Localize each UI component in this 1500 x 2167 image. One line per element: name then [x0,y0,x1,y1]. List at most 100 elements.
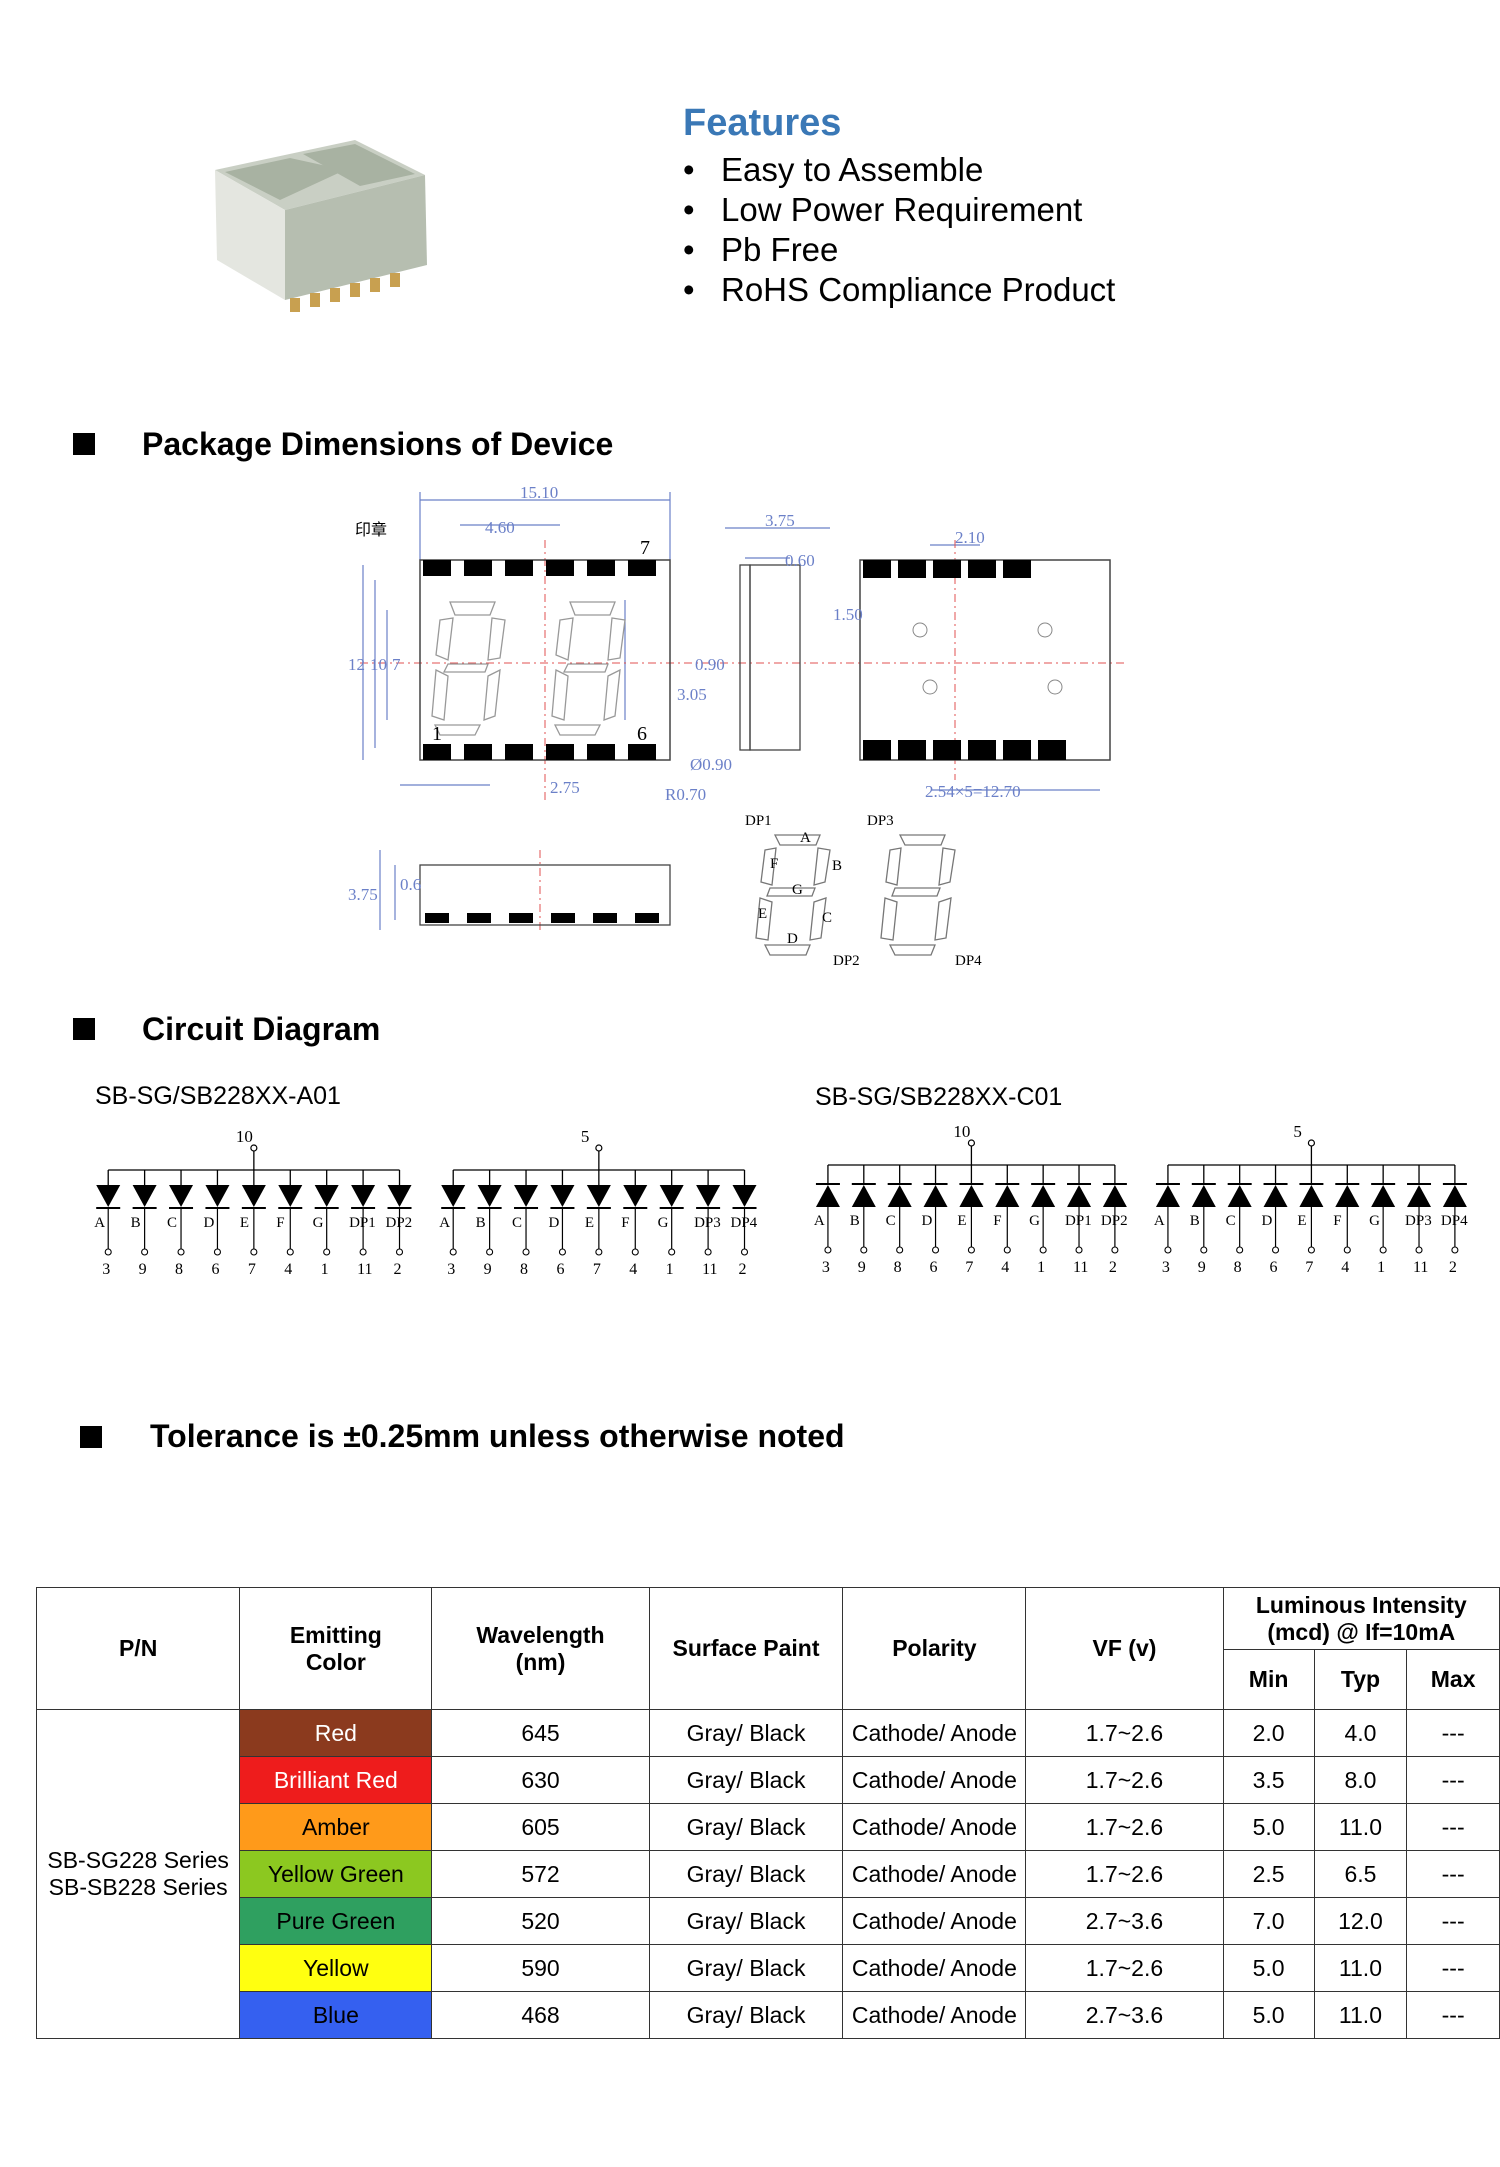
dim-2-10: 2.10 [955,528,985,547]
vf-cell: 1.7~2.6 [1025,1709,1224,1757]
segment-label: DP2 [386,1215,413,1231]
segment-label: C [512,1215,522,1231]
segment-label: D [1262,1213,1273,1229]
seg-b-label: B [832,858,842,874]
segment-label: C [1226,1213,1236,1229]
header-wavelength: Wavelength (nm) [431,1587,650,1710]
diode-mark [815,1185,840,1207]
diode-mark [732,1185,757,1207]
segment-label: E [585,1215,594,1231]
pin-number: 9 [1198,1259,1206,1276]
min-cell: 7.0 [1222,1897,1315,1945]
segment-label: F [621,1215,629,1231]
diode-mark [851,1185,876,1207]
segment-label: DP3 [1405,1213,1432,1229]
diode-mark [696,1185,721,1207]
header-vf: VF (v) [1025,1587,1224,1710]
segment-label: E [957,1213,966,1229]
wavelength-cell: 605 [431,1803,650,1851]
pin-number: 4 [1001,1259,1009,1276]
pin-number: 1 [666,1261,674,1278]
dim-3-75: 3.75 [765,511,795,530]
segment-label: E [1297,1213,1306,1229]
segment-label: A [94,1215,105,1231]
segment-label: B [131,1215,141,1231]
paint-cell: Gray/ Black [648,1756,844,1804]
diode-mark [550,1185,575,1207]
segment-label: DP1 [1065,1213,1092,1229]
pin-number: 6 [930,1259,938,1276]
color-cell: Yellow [239,1944,433,1992]
segment-label: DP1 [349,1215,376,1231]
wavelength-cell: 520 [431,1897,650,1945]
diode-mark [1263,1185,1288,1207]
seg-f-label: F [770,856,778,872]
pin-number: 1 [1377,1259,1385,1276]
segment-label: B [476,1215,486,1231]
seg-c-label: C [822,910,832,926]
segment-label: A [814,1213,825,1229]
max-cell: --- [1406,1944,1500,1992]
typ-cell: 6.5 [1313,1850,1408,1898]
color-cell: Blue [239,1991,433,2039]
color-cell: Amber [239,1803,433,1851]
segment-label: D [548,1215,559,1231]
vf-cell: 1.7~2.6 [1025,1850,1224,1898]
dim-phi-0-90: Ø0.90 [690,755,732,774]
diode-mark [1371,1185,1396,1207]
segment-label: G [313,1215,324,1231]
dim-r-0-70: R0.70 [665,785,706,804]
pin-number: 11 [1413,1259,1428,1276]
pin-number: 8 [894,1259,902,1276]
marking-label: 印章 [355,521,387,539]
polarity-cell: Cathode/ Anode [842,1991,1027,2039]
max-cell: --- [1406,1897,1500,1945]
common-pin-label: 5 [1293,1122,1302,1141]
pin-number: 6 [556,1261,564,1278]
common-pin-label: 10 [953,1122,970,1141]
pin-number: 3 [102,1261,110,1278]
pin-number: 8 [520,1261,528,1278]
max-cell: --- [1406,1850,1500,1898]
dim-3-05: 3.05 [677,685,707,704]
header-polarity: Polarity [842,1587,1027,1710]
dim-7: 7 [392,655,401,674]
diode-mark [959,1185,984,1207]
typ-cell: 11.0 [1313,1991,1408,2039]
diode-mark [1031,1185,1056,1207]
pin-number: 6 [211,1261,219,1278]
pin-number: 9 [858,1259,866,1276]
pin-number: 8 [1234,1259,1242,1276]
dim-0-60: 0.60 [785,551,815,570]
diode-mark [278,1185,303,1207]
diode-mark [1102,1185,1127,1207]
pn-line: SB-SG228 Series [47,1847,229,1873]
segment-label: A [439,1215,450,1231]
min-cell: 2.5 [1222,1850,1315,1898]
pin-number: 3 [447,1261,455,1278]
circuit-diagram-heading: Circuit Diagram [142,1011,381,1047]
segment-label: G [658,1215,669,1231]
typ-cell: 4.0 [1313,1709,1408,1757]
segment-label: G [1369,1213,1380,1229]
header-luminous: Luminous Intensity (mcd) @ If=10mA [1222,1587,1500,1650]
segment-label: C [167,1215,177,1231]
segment-label: DP4 [731,1215,758,1231]
seg-d-label: D [787,931,798,947]
typ-cell: 12.0 [1313,1897,1408,1945]
color-cell: Yellow Green [239,1850,433,1898]
dim-pitch: 2.54×5=12.70 [925,782,1021,801]
circuit-diagram-common-anode: 10A3B9C8D6E7F4G1DP111DP225A3B9C8D6E7F4G1… [814,1122,1468,1276]
color-cell: Red [239,1709,433,1757]
header-color: Emitting Color [239,1587,433,1710]
segment-label: D [922,1213,933,1229]
segment-label: F [993,1213,1001,1229]
diode-mark [1191,1185,1216,1207]
paint-cell: Gray/ Black [648,1991,844,2039]
min-cell: 2.0 [1222,1709,1315,1757]
product-photo [215,140,427,312]
pin-number: 4 [284,1261,292,1278]
pin-number: 7 [1305,1259,1313,1276]
